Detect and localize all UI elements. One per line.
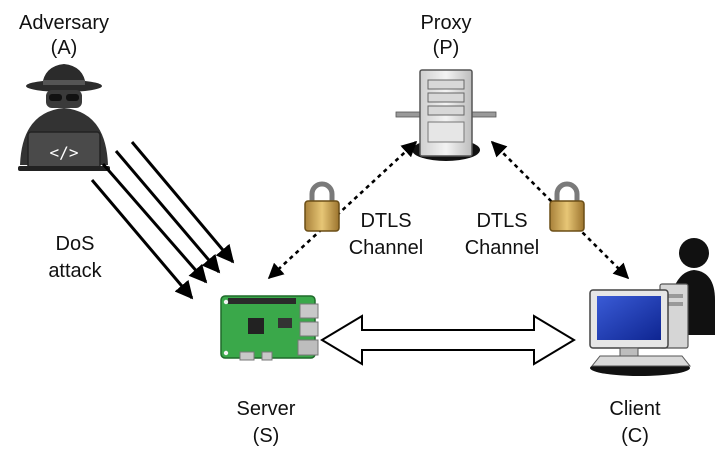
dos-arrow-4 xyxy=(90,179,194,300)
server-label: Server xyxy=(237,398,296,420)
dos-label-line2: attack xyxy=(48,260,102,282)
hacker-icon: </> xyxy=(18,64,110,171)
proxy-label: Proxy xyxy=(420,12,471,34)
server-client-link-arrow xyxy=(320,314,576,366)
server-id: (S) xyxy=(253,425,280,447)
laptop-code-text: </> xyxy=(50,143,79,162)
computer-user-icon xyxy=(589,238,715,376)
client-id: (C) xyxy=(621,425,649,447)
channel-right-line2: Channel xyxy=(465,237,540,259)
channel-left-line1: DTLS xyxy=(360,210,411,232)
channel-right-line1: DTLS xyxy=(476,210,527,232)
dos-arrow-2 xyxy=(114,150,221,274)
dos-attack-arrows xyxy=(90,141,235,300)
adversary-id: (A) xyxy=(51,37,78,59)
dos-arrow-1 xyxy=(130,141,235,264)
client-label: Client xyxy=(609,398,661,420)
raspberry-pi-board-icon xyxy=(220,295,319,361)
dtls-channel-server-proxy xyxy=(267,140,418,280)
padlock-icon-right xyxy=(550,184,584,231)
padlock-icon-left xyxy=(305,184,339,231)
server-tower-icon xyxy=(395,69,497,161)
dos-label-line1: DoS xyxy=(56,233,95,255)
channel-left-line2: Channel xyxy=(349,237,424,259)
adversary-label: Adversary xyxy=(19,12,109,34)
dos-arrow-3 xyxy=(101,163,208,284)
proxy-id: (P) xyxy=(433,37,460,59)
